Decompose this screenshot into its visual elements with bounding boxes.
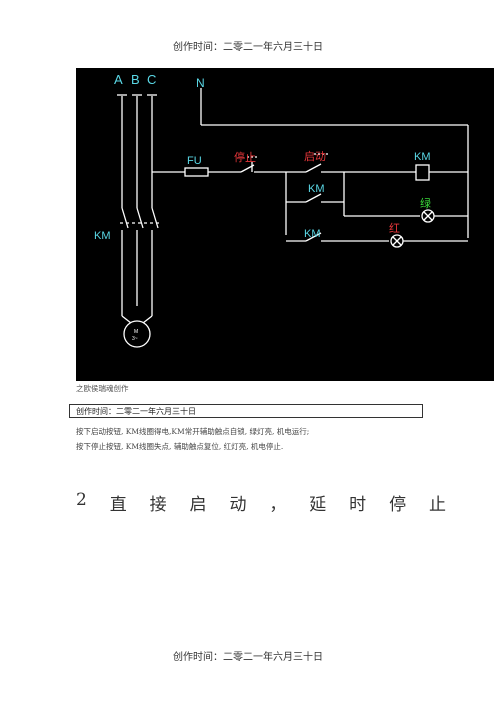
heading-char: 止 — [428, 495, 446, 515]
km-motor-label: KM — [94, 230, 111, 242]
circuit-diagram: A B C N FU 停止 启动 KM KM KM KM 绿 红 M 3~ — [76, 68, 494, 381]
heading-char: 直 — [109, 495, 127, 515]
phase-a-label: A — [114, 72, 123, 87]
start-label: 启动 — [304, 150, 326, 163]
paragraph-stop: 按下停止按钮, KM线圈失点, 辅助触点复位, 红灯亮, 机电停止. — [76, 442, 284, 451]
green-lamp-label: 绿 — [420, 196, 431, 210]
heading-char: 接 — [149, 495, 167, 515]
neutral-label: N — [196, 76, 205, 90]
caption: 之欧侯瑞魂创作 — [76, 384, 129, 393]
page-header: 创作时间：二零二一年六月三十日 — [173, 42, 323, 53]
heading-char: 启 — [189, 495, 207, 515]
heading-char: 动 — [229, 495, 247, 515]
km-red-label: KM — [304, 228, 321, 240]
boxed-timestamp: 创作时间：二零二一年六月三十日 — [69, 404, 423, 418]
motor-m-label: M — [134, 329, 138, 335]
section-heading: 2 直 接 启 动 ， 延 时 停 止 — [76, 490, 446, 515]
heading-char: 2 — [76, 490, 87, 510]
heading-char: 延 — [309, 495, 327, 515]
heading-char: 停 — [389, 495, 407, 515]
heading-char: ， — [269, 495, 287, 515]
heading-char: 时 — [349, 495, 367, 515]
red-lamp-label: 红 — [389, 222, 400, 235]
page-footer: 创作时间：二零二一年六月三十日 — [173, 652, 323, 663]
paragraph-start: 按下启动按钮, KM线圈得电,KM常开辅助触点自锁, 绿灯亮, 机电运行; — [76, 427, 310, 436]
stop-label: 停止 — [234, 150, 256, 164]
km-coil-label: KM — [414, 151, 431, 163]
fuse-label: FU — [187, 155, 202, 167]
phase-b-label: B — [131, 72, 140, 87]
motor-phase-label: 3~ — [132, 336, 138, 342]
phase-c-label: C — [147, 72, 156, 87]
km-hold-label: KM — [308, 183, 325, 195]
